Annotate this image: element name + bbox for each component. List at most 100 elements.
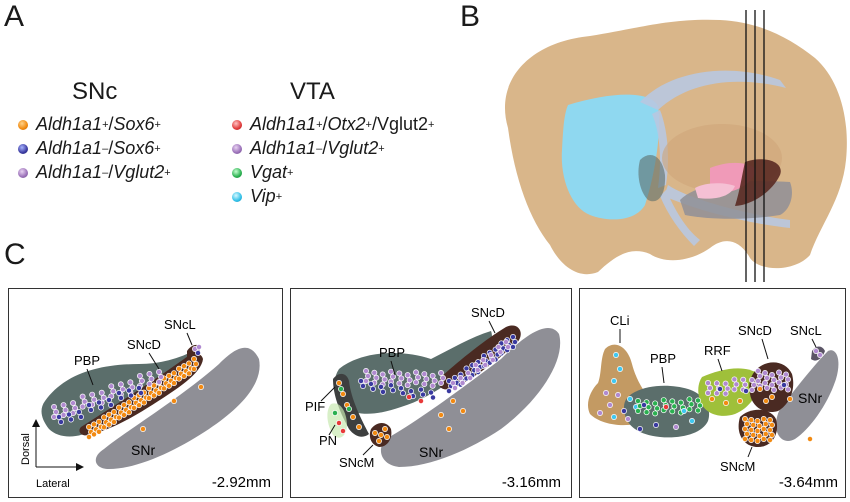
arrow-pn xyxy=(328,424,336,436)
cell-marker xyxy=(406,394,412,400)
cell-marker xyxy=(748,437,755,443)
legend-text-sep: / xyxy=(108,114,114,134)
cell-marker xyxy=(138,377,145,384)
cell-marker xyxy=(743,388,749,394)
label-sncd: SNcD xyxy=(738,323,772,338)
cell-marker xyxy=(158,374,164,380)
cell-marker xyxy=(98,389,105,396)
green-marker-icon xyxy=(232,167,242,178)
legend-text-s2: + xyxy=(154,118,161,131)
legend-text-s2: + xyxy=(378,142,385,155)
cell-marker xyxy=(771,377,777,383)
cell-marker xyxy=(686,396,693,403)
cell-marker xyxy=(390,373,396,380)
cell-marker xyxy=(756,423,763,429)
cell-marker xyxy=(406,377,413,384)
cell-marker xyxy=(60,402,67,408)
legend-text-g2: Otx2 xyxy=(327,114,366,134)
cell-marker xyxy=(86,424,92,430)
cell-marker xyxy=(450,398,456,404)
depth-label: -2.92mm xyxy=(212,474,271,491)
cell-marker xyxy=(100,394,107,401)
cell-marker xyxy=(742,426,748,432)
cell-marker xyxy=(438,370,444,376)
legend-text-s1: + xyxy=(316,118,323,131)
legend-text-sep: / xyxy=(108,138,114,158)
cell-marker xyxy=(749,387,755,393)
cell-marker xyxy=(151,392,157,399)
cell-marker xyxy=(663,404,669,410)
cell-marker xyxy=(193,361,199,367)
label-pbp: PBP xyxy=(650,351,676,366)
label-snr: SNr xyxy=(419,444,443,460)
cell-marker xyxy=(126,409,132,416)
legend-text-g1: Vip xyxy=(250,186,276,206)
cell-marker xyxy=(705,390,711,396)
cell-marker xyxy=(512,339,518,345)
pink-light-region xyxy=(695,183,735,199)
cell-marker xyxy=(156,379,162,385)
cell-marker xyxy=(378,383,384,390)
axis-label-lateral: Lateral xyxy=(36,478,70,490)
cell-marker xyxy=(807,436,813,442)
section-diagram-1: SNcL SNcD PBP SNr Dorsal Lateral -2.92mm xyxy=(20,317,271,491)
cell-marker xyxy=(384,434,390,440)
cell-marker xyxy=(171,398,177,404)
purple-marker-icon xyxy=(232,143,242,154)
purple-marker-icon xyxy=(18,167,28,178)
cell-marker xyxy=(86,402,92,408)
cell-marker xyxy=(101,424,107,431)
cell-marker xyxy=(645,404,652,411)
cell-marker xyxy=(742,436,748,442)
cell-marker xyxy=(781,382,787,388)
cell-marker xyxy=(106,421,112,428)
panel-letter-c: C xyxy=(4,238,26,271)
legend-title-snc: SNc xyxy=(72,78,118,105)
cell-marker xyxy=(140,426,146,432)
cell-marker xyxy=(615,392,621,398)
cell-marker xyxy=(66,411,72,418)
cell-marker xyxy=(68,416,74,423)
cell-marker xyxy=(613,352,619,358)
cell-marker xyxy=(126,399,132,406)
cell-marker xyxy=(748,417,755,423)
cell-marker xyxy=(148,376,155,382)
cell-marker xyxy=(413,379,419,386)
cell-marker xyxy=(452,385,458,391)
cell-marker xyxy=(58,419,64,425)
cell-marker xyxy=(70,400,77,407)
cell-marker xyxy=(116,390,122,396)
cell-marker xyxy=(487,352,494,358)
legend-text-sep: / xyxy=(322,114,328,134)
cell-marker xyxy=(440,375,446,381)
cell-marker xyxy=(769,382,775,388)
arrow-pbp xyxy=(86,368,94,386)
cell-marker xyxy=(379,371,386,378)
cell-marker xyxy=(98,404,104,411)
cell-marker xyxy=(141,399,147,406)
cell-marker xyxy=(171,370,177,377)
cell-marker xyxy=(371,369,378,376)
cell-marker xyxy=(688,401,695,408)
cell-marker xyxy=(817,352,823,358)
cell-marker xyxy=(421,381,428,388)
cell-marker xyxy=(635,408,641,414)
arrow-pif xyxy=(320,386,336,402)
legend-text-g2: Vglut2 xyxy=(113,162,165,182)
axis-label-dorsal: Dorsal xyxy=(20,433,32,465)
cell-marker xyxy=(340,428,346,434)
cell-marker xyxy=(191,356,197,362)
cell-marker xyxy=(709,396,715,402)
arrowhead-lateral xyxy=(76,463,84,471)
cell-marker xyxy=(413,369,419,376)
cell-marker xyxy=(785,386,791,393)
legend-text-s2: + xyxy=(164,166,171,179)
cell-marker xyxy=(457,375,464,381)
arrow-sncl xyxy=(811,338,817,348)
cell-marker xyxy=(451,374,458,381)
legend-text-s1: – xyxy=(316,142,323,155)
legend-text-s3: + xyxy=(428,118,435,131)
cell-marker xyxy=(467,375,474,381)
label-pif: PIF xyxy=(305,399,325,414)
cell-marker xyxy=(382,426,388,432)
